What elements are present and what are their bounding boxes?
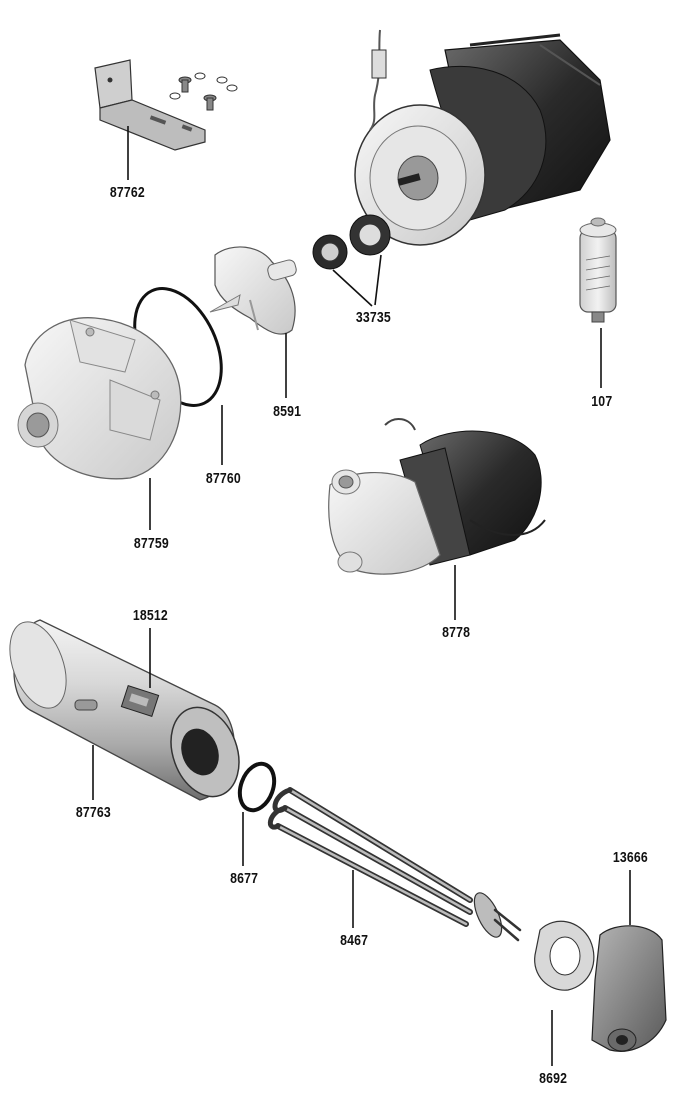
label-8692: 8692 [539,1070,568,1087]
pump-housing-part [17,317,182,480]
label-107: 107 [591,393,613,410]
thermostat-part [120,684,160,718]
label-8591: 8591 [273,403,302,420]
label-18512: 18512 [132,607,168,624]
label-87763: 87763 [75,804,111,821]
small-oring-part [237,761,277,813]
heating-element-part [267,787,522,942]
bracket-part [94,59,238,151]
leader-lines [92,126,631,1066]
label-87760: 87760 [205,470,241,487]
label-8467: 8467 [340,932,369,949]
pump-assembly-part [328,418,546,575]
label-8778: 8778 [442,624,471,641]
seal-part [312,214,391,270]
label-87759: 87759 [133,535,169,552]
label-33735: 33735 [355,309,391,326]
label-8677: 8677 [230,870,259,887]
gasket-part [534,920,595,991]
capacitor-part [579,217,617,323]
cover-part [591,925,667,1052]
label-13666: 13666 [612,849,648,866]
tank-part [9,619,240,801]
impeller-part [209,246,297,335]
motor-part [354,29,611,246]
label-87762: 87762 [109,184,145,201]
